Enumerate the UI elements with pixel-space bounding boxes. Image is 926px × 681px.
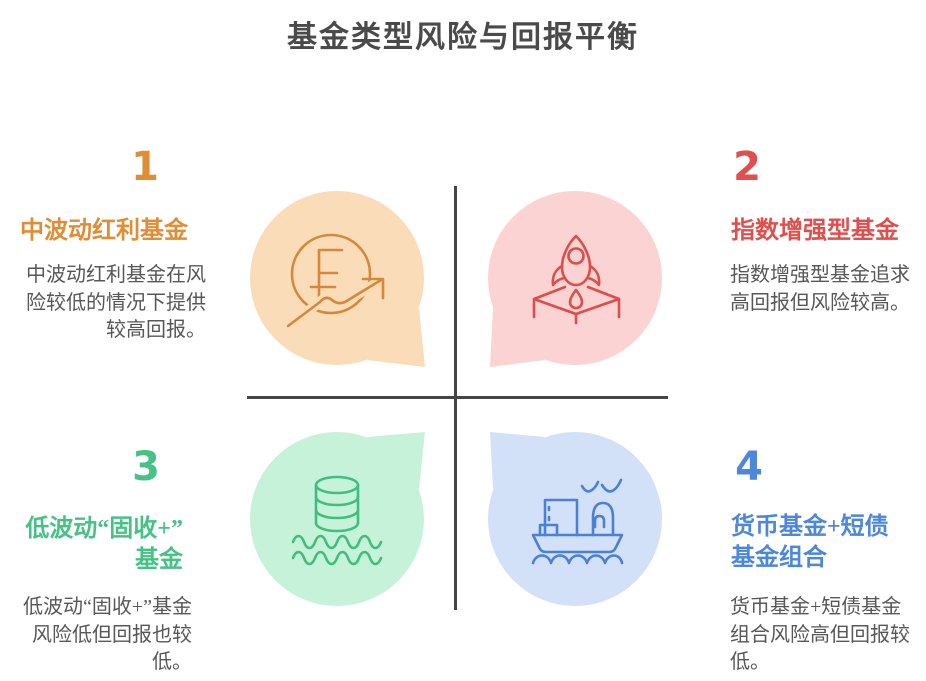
quadrant-4-number: 4	[735, 444, 763, 490]
quadrant-4-title: 货币基金+短债 基金组合	[731, 512, 889, 574]
quadrant-1-title: 中波动红利基金	[20, 216, 188, 247]
quadrant-2-number: 2	[733, 144, 761, 190]
quadrant-3-title-line: 基金	[135, 547, 183, 573]
quadrant-1-number: 1	[131, 144, 159, 190]
quadrant-3-number: 3	[132, 444, 160, 490]
page-title: 基金类型风险与回报平衡	[287, 21, 639, 54]
quadrant-3-desc-line: 低波动“固收+”基金	[22, 596, 192, 618]
bubble-dividend-fund	[250, 191, 425, 367]
quadrant-1-title-line: 中波动红利基金	[20, 218, 188, 244]
quadrant-3-title-line: 低波动“固收+”	[25, 516, 183, 542]
quadrant-3-title: 低波动“固收+” 基金	[25, 514, 183, 576]
quadrant-4-desc-line: 货币基金+短债基金	[730, 596, 902, 618]
cargo-ship-birds-icon	[531, 478, 624, 565]
rocket-launchpad-icon	[532, 234, 621, 325]
quadrant-4-title-line: 基金组合	[731, 545, 827, 571]
quadrant-1-desc-line: 险较低的情况下提供	[26, 291, 206, 314]
quadrant-3-desc-line: 低。	[152, 651, 192, 673]
quadrant-1-desc-line: 较高回报。	[106, 319, 206, 341]
bubble-index-fund	[488, 191, 662, 367]
bubble-fixed-income-fund	[250, 432, 425, 606]
quadrant-3-desc-line: 风险低但回报也较	[32, 623, 192, 646]
quadrant-2-desc-line: 指数增强型基金追求	[730, 264, 910, 286]
quadrant-2-title-line: 指数增强型基金	[731, 218, 899, 244]
speech-bubble-shape	[488, 191, 662, 367]
quadrant-divider-horizontal	[247, 396, 668, 399]
quadrant-4-description: 货币基金+短债基金 组合风险高但回报较 低。	[730, 594, 910, 677]
quadrant-1-description: 中波动红利基金在风 险较低的情况下提供 较高回报。	[26, 262, 206, 345]
quadrant-4-desc-line: 组合风险高但回报较	[730, 623, 910, 646]
quadrant-2-desc-line: 高回报但风险较高。	[730, 291, 910, 314]
bubble-money-market-fund	[488, 432, 662, 606]
franc-coin-trend-arrow-icon	[283, 233, 386, 331]
speech-bubble-shape	[488, 432, 662, 606]
speech-bubble-shape	[250, 191, 425, 367]
quadrant-3-description: 低波动“固收+”基金 风险低但回报也较 低。	[23, 594, 192, 677]
quadrant-1-desc-line: 中波动红利基金在风	[26, 264, 206, 286]
quadrant-2-description: 指数增强型基金追求 高回报但风险较高。	[730, 262, 910, 317]
coin-stack-waves-icon	[291, 475, 383, 566]
quadrant-4-title-line: 货币基金+短债	[731, 514, 889, 540]
quadrant-4-desc-line: 低。	[730, 651, 770, 673]
quadrant-2-title: 指数增强型基金	[731, 216, 899, 247]
